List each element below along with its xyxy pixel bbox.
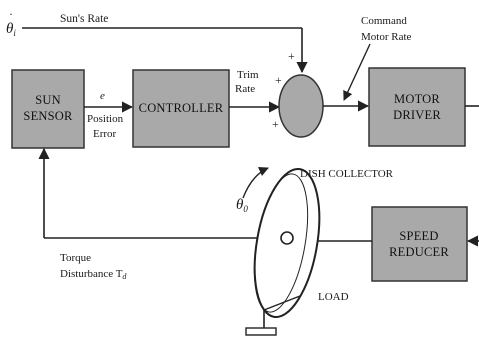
theta-i-dot: · <box>9 7 13 21</box>
trim-rate-label-2: Rate <box>235 83 255 95</box>
controller-block <box>132 69 230 148</box>
feedback-path <box>38 147 258 239</box>
motor-driver-label-2: DRIVER <box>393 108 441 122</box>
speed-reducer-label-2: REDUCER <box>389 245 449 259</box>
controller-label: CONTROLLER <box>139 101 224 115</box>
torque-label-2: Disturbance Td <box>60 268 127 281</box>
dish-collector-label: DISH COLLECTOR <box>300 168 394 180</box>
summing-junction <box>278 74 324 138</box>
plus-left: + <box>275 73 282 87</box>
torque-label-1: Torque <box>60 252 91 264</box>
load-label: LOAD <box>318 291 349 303</box>
plus-bottom: + <box>272 117 279 131</box>
sun-sensor-label-1: SUN <box>35 93 61 107</box>
motor-driver-block <box>368 67 466 147</box>
speed-reducer-label-1: SPEED <box>399 229 438 243</box>
sun-sensor-block <box>11 69 85 149</box>
position-error-label-1: Position <box>87 113 124 125</box>
suns-rate-label: Sun's Rate <box>60 13 108 25</box>
motor-driver-label-1: MOTOR <box>394 92 440 106</box>
plus-top: + <box>288 49 295 63</box>
error-symbol: e <box>100 90 105 102</box>
command-pointer <box>343 43 371 101</box>
dish-collector <box>242 167 321 336</box>
trim-rate-label-1: Trim <box>237 69 259 81</box>
command-label-2: Motor Rate <box>361 31 412 43</box>
suns-rate-signal <box>22 27 308 74</box>
theta-i-label: θi <box>6 21 16 38</box>
theta-o-label: θ0 <box>236 197 248 214</box>
sun-sensor-label-2: SENSOR <box>23 109 73 123</box>
position-error-label-2: Error <box>93 128 117 140</box>
speed-reducer-block <box>371 206 468 282</box>
command-label-1: Command <box>361 15 407 27</box>
